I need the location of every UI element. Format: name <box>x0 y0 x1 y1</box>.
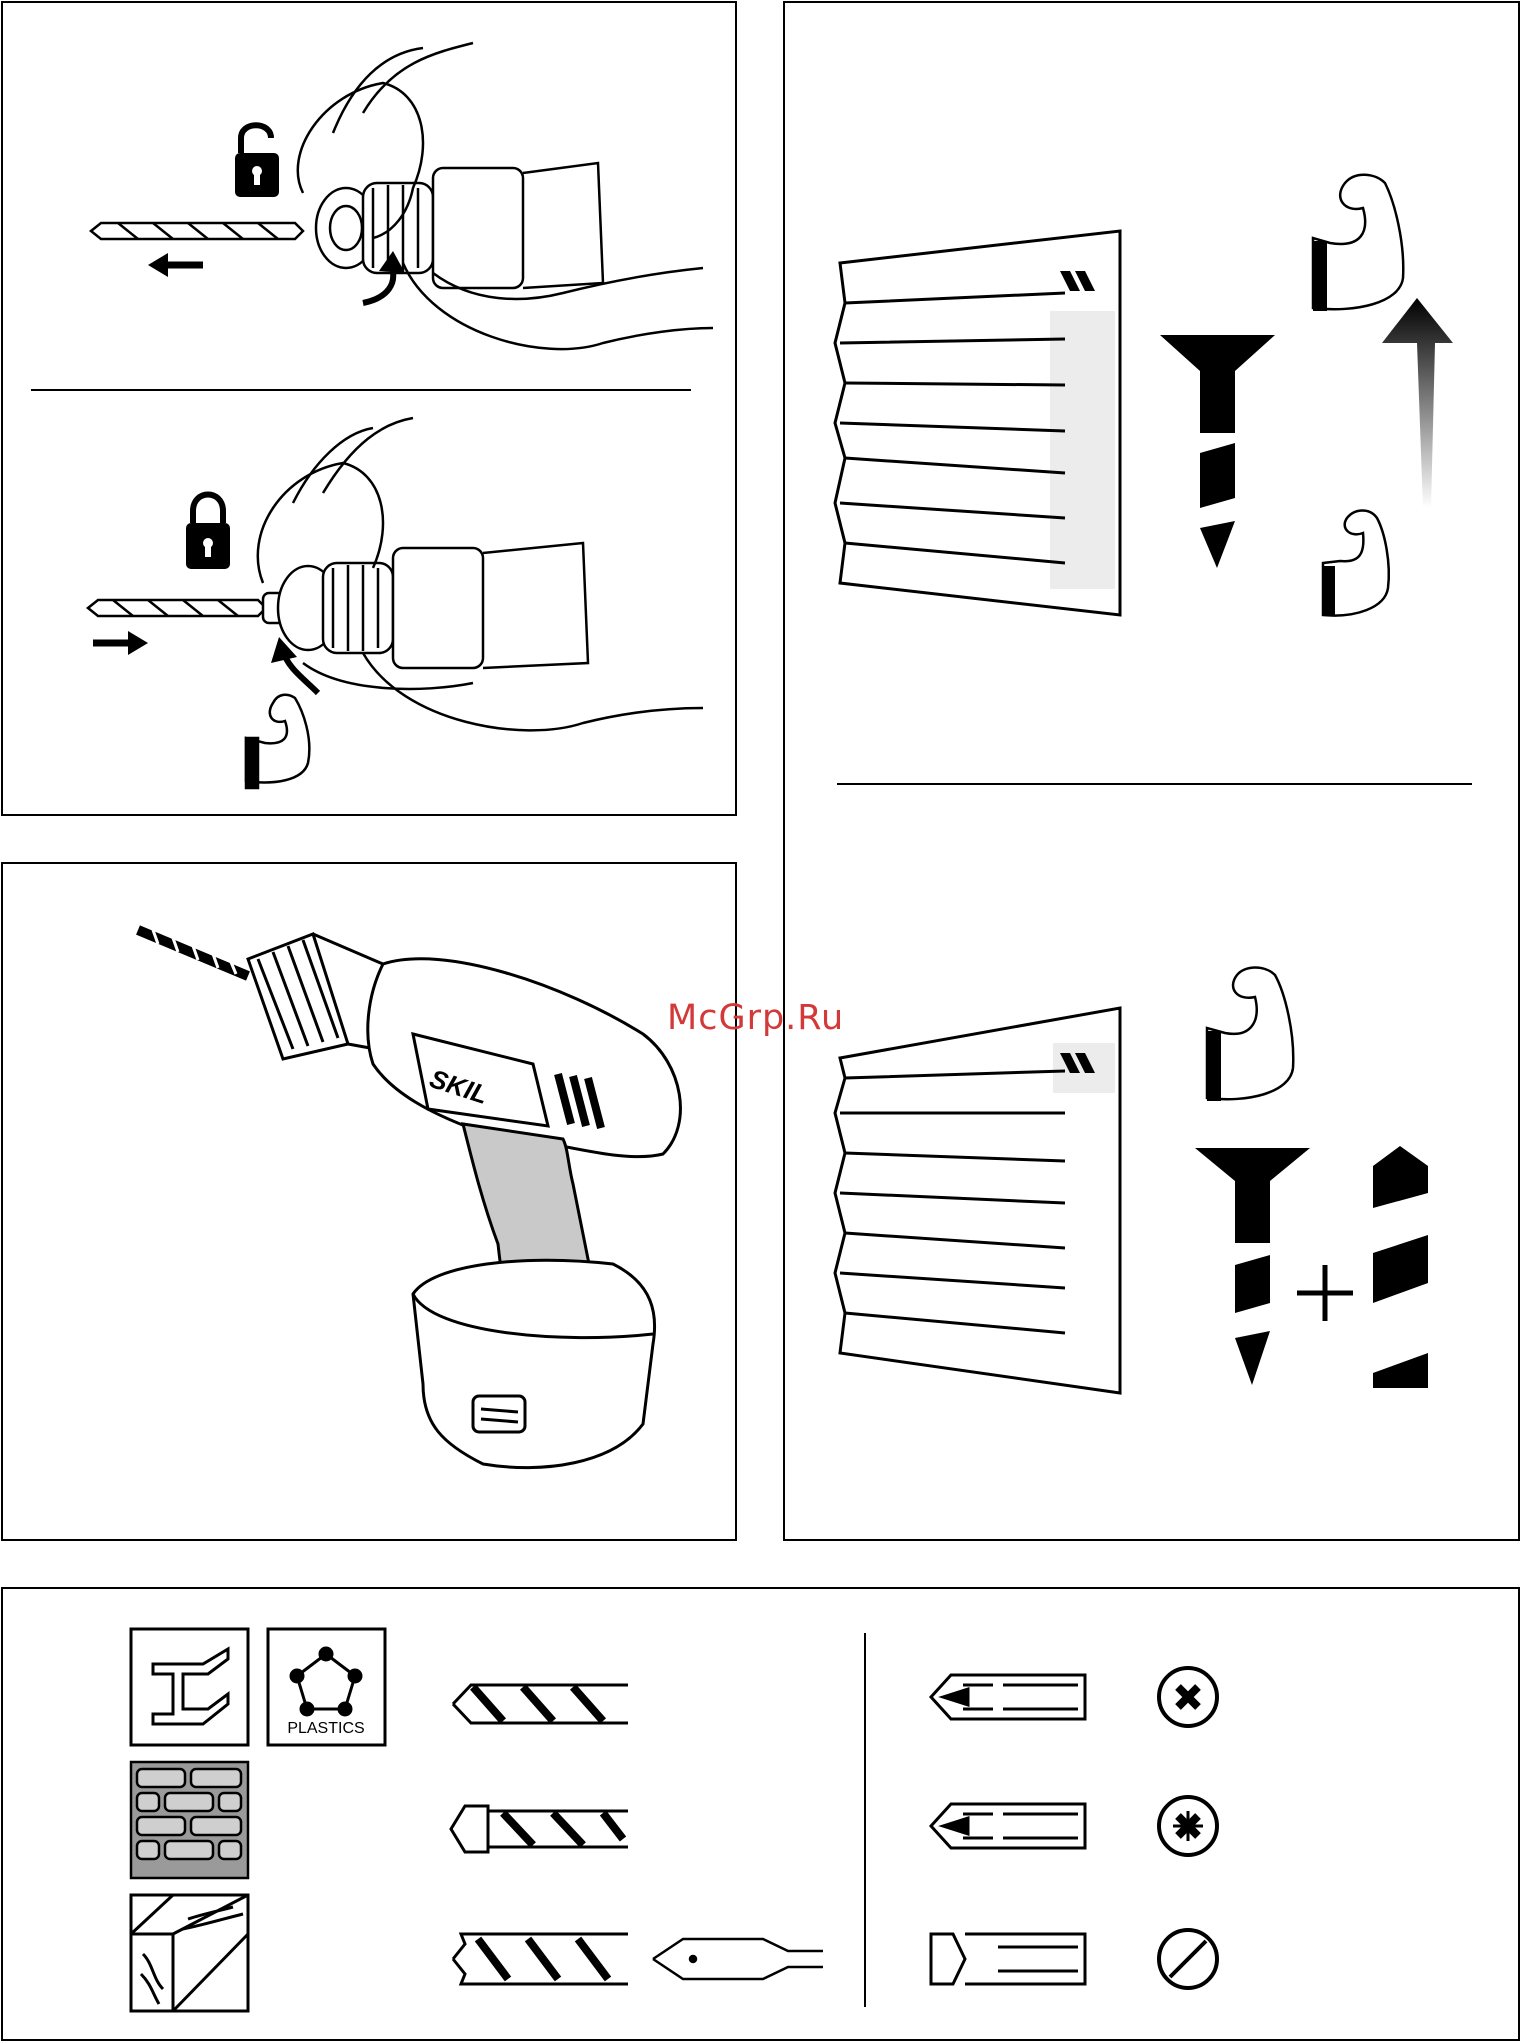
slotted-head-icon <box>1159 1930 1217 1988</box>
materials-bits-illustration <box>3 1589 1520 2043</box>
release-bit-figure <box>91 43 713 349</box>
cordless-drill-illustration: SKIL <box>3 864 739 1543</box>
slotted-bit-icon <box>931 1934 1085 1984</box>
panel-drill: SKIL <box>1 862 737 1541</box>
screw-lower-icon <box>1195 1148 1310 1385</box>
insert-bit-figure <box>88 418 703 730</box>
torque-settings-illustration <box>785 3 1520 1543</box>
metal-drill-bit-icon <box>453 1685 628 1723</box>
flexed-arm-small-icon <box>1323 511 1389 617</box>
screw-icon <box>1160 335 1275 568</box>
flexed-arm-icon <box>246 695 309 788</box>
flexed-arm-icon <box>1313 175 1403 311</box>
plastics-label: PLASTICS <box>268 1720 384 1738</box>
padlock-closed-icon <box>186 495 230 570</box>
flexed-arm-lower-icon <box>1207 968 1293 1102</box>
flat-wood-bit-icon <box>653 1939 823 1979</box>
panel-torque-settings <box>783 1 1520 1541</box>
increase-arrow-icon <box>1382 298 1453 508</box>
torque-collar-lower <box>835 1008 1120 1393</box>
pozidriv-head-icon <box>1159 1797 1217 1855</box>
wood-material-icon <box>131 1895 248 2011</box>
drill-bit-icon <box>1373 1146 1428 1388</box>
chuck-operation-illustration <box>3 3 739 818</box>
plus-icon <box>1297 1265 1353 1321</box>
panel-chuck-operation <box>1 1 737 816</box>
wood-drill-bit-icon <box>453 1934 628 1984</box>
phillips-bit-icon <box>931 1675 1085 1719</box>
pozidriv-bit-icon <box>931 1804 1085 1848</box>
masonry-drill-bit-icon <box>451 1806 628 1852</box>
padlock-open-icon <box>235 125 279 197</box>
masonry-material-icon <box>131 1762 248 1878</box>
metal-material-icon <box>131 1629 248 1745</box>
phillips-head-icon <box>1159 1668 1217 1726</box>
panel-materials-bits: PLASTICS <box>1 1587 1520 2041</box>
watermark: McGrp.Ru <box>667 998 844 1038</box>
